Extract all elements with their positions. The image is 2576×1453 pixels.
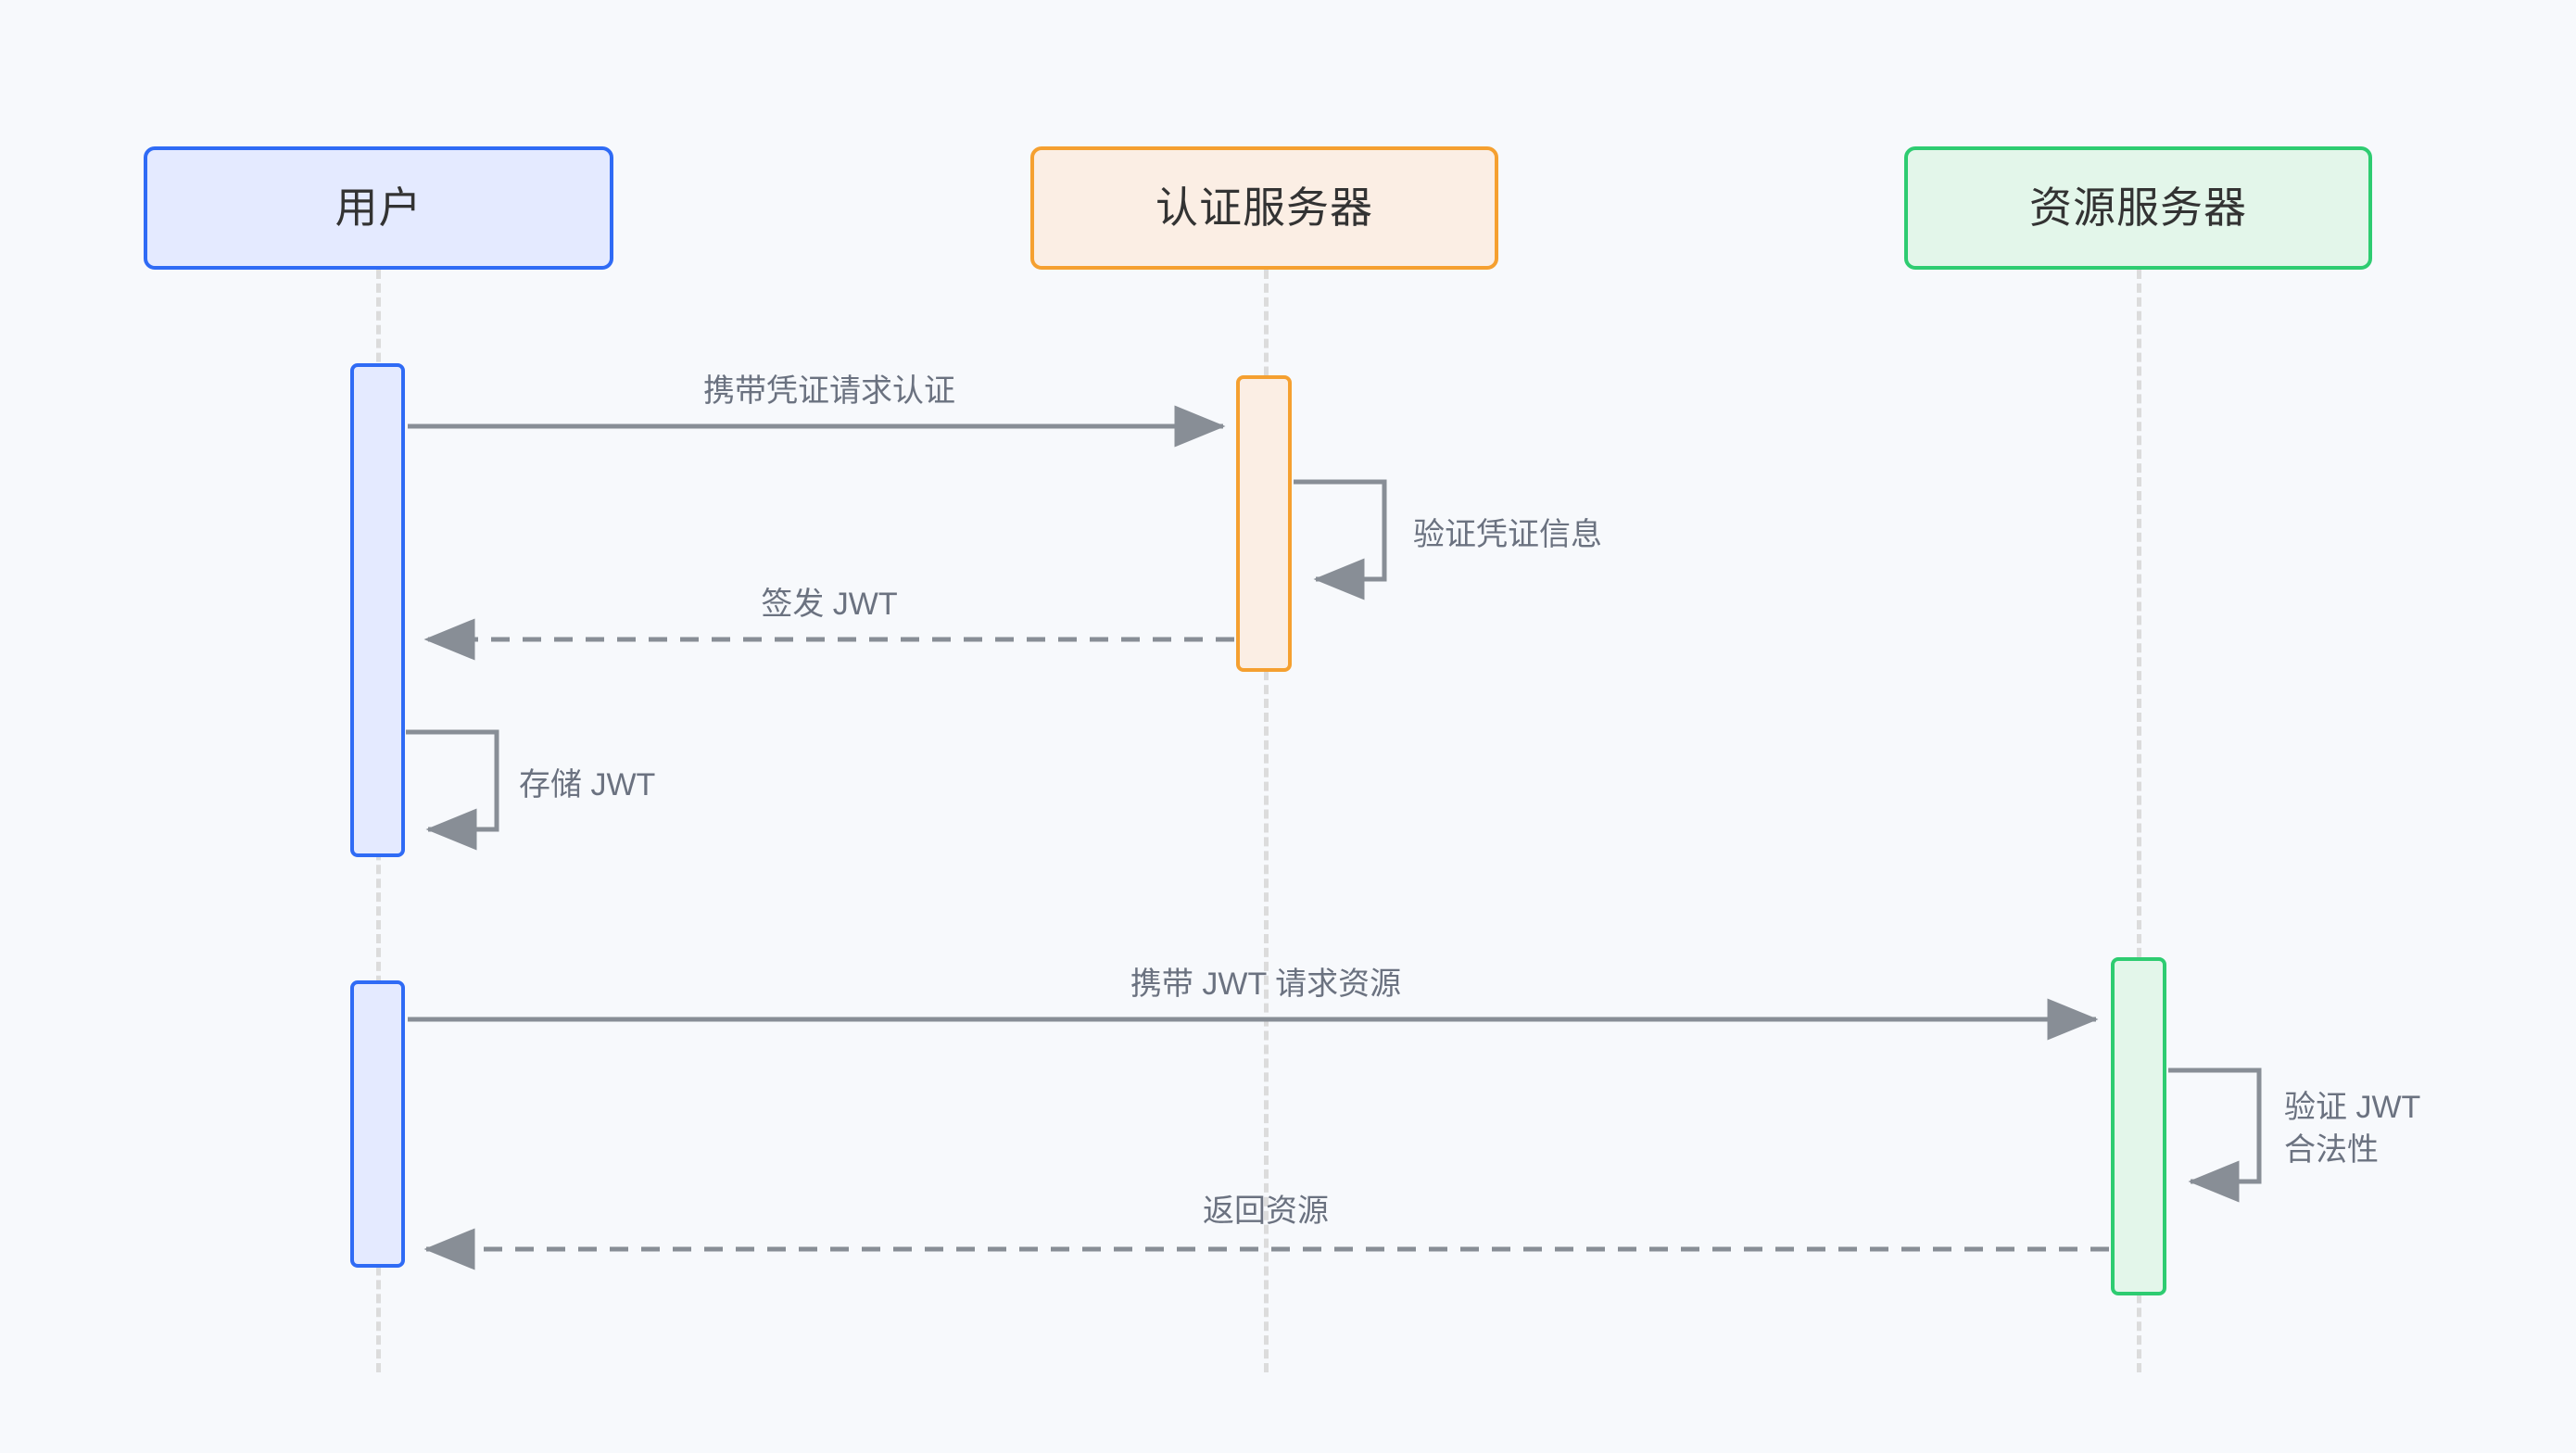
activation-auth-server-1: [1236, 375, 1292, 672]
message-label-6: 验证 JWT 合法性: [2284, 1087, 2525, 1172]
message-label-7: 返回资源: [1203, 1194, 1329, 1229]
activation-user-2: [350, 980, 405, 1268]
message-arrow-4-self-loop: [406, 729, 499, 851]
participant-resource-server-label: 资源服务器: [2029, 183, 2247, 232]
message-label-6-line-2: 合法性: [2284, 1131, 2379, 1168]
lifeline-auth-server: [1264, 270, 1269, 1372]
message-label-1: 携带凭证请求认证: [703, 373, 955, 409]
activation-resource-server-1: [2111, 957, 2166, 1295]
message-label-4: 存储 JWT: [519, 767, 656, 802]
activation-user-1: [350, 363, 405, 857]
participant-user-label: 用户: [335, 183, 423, 232]
participant-auth-server-label: 认证服务器: [1155, 183, 1373, 232]
participant-resource-server[interactable]: 资源服务器: [1904, 146, 2372, 270]
lifeline-resource-server: [2137, 270, 2141, 1372]
participant-auth-server[interactable]: 认证服务器: [1030, 146, 1498, 270]
message-arrow-6-self-loop: [2168, 1068, 2262, 1203]
message-arrow-2-self-loop: [1294, 479, 1387, 600]
participant-user[interactable]: 用户: [144, 146, 613, 270]
message-label-2: 验证凭证信息: [1413, 517, 1602, 552]
message-label-5: 携带 JWT 请求资源: [1130, 967, 1402, 1002]
message-label-3: 签发 JWT: [761, 587, 898, 622]
message-label-6-line-1: 验证 JWT: [2284, 1090, 2421, 1125]
